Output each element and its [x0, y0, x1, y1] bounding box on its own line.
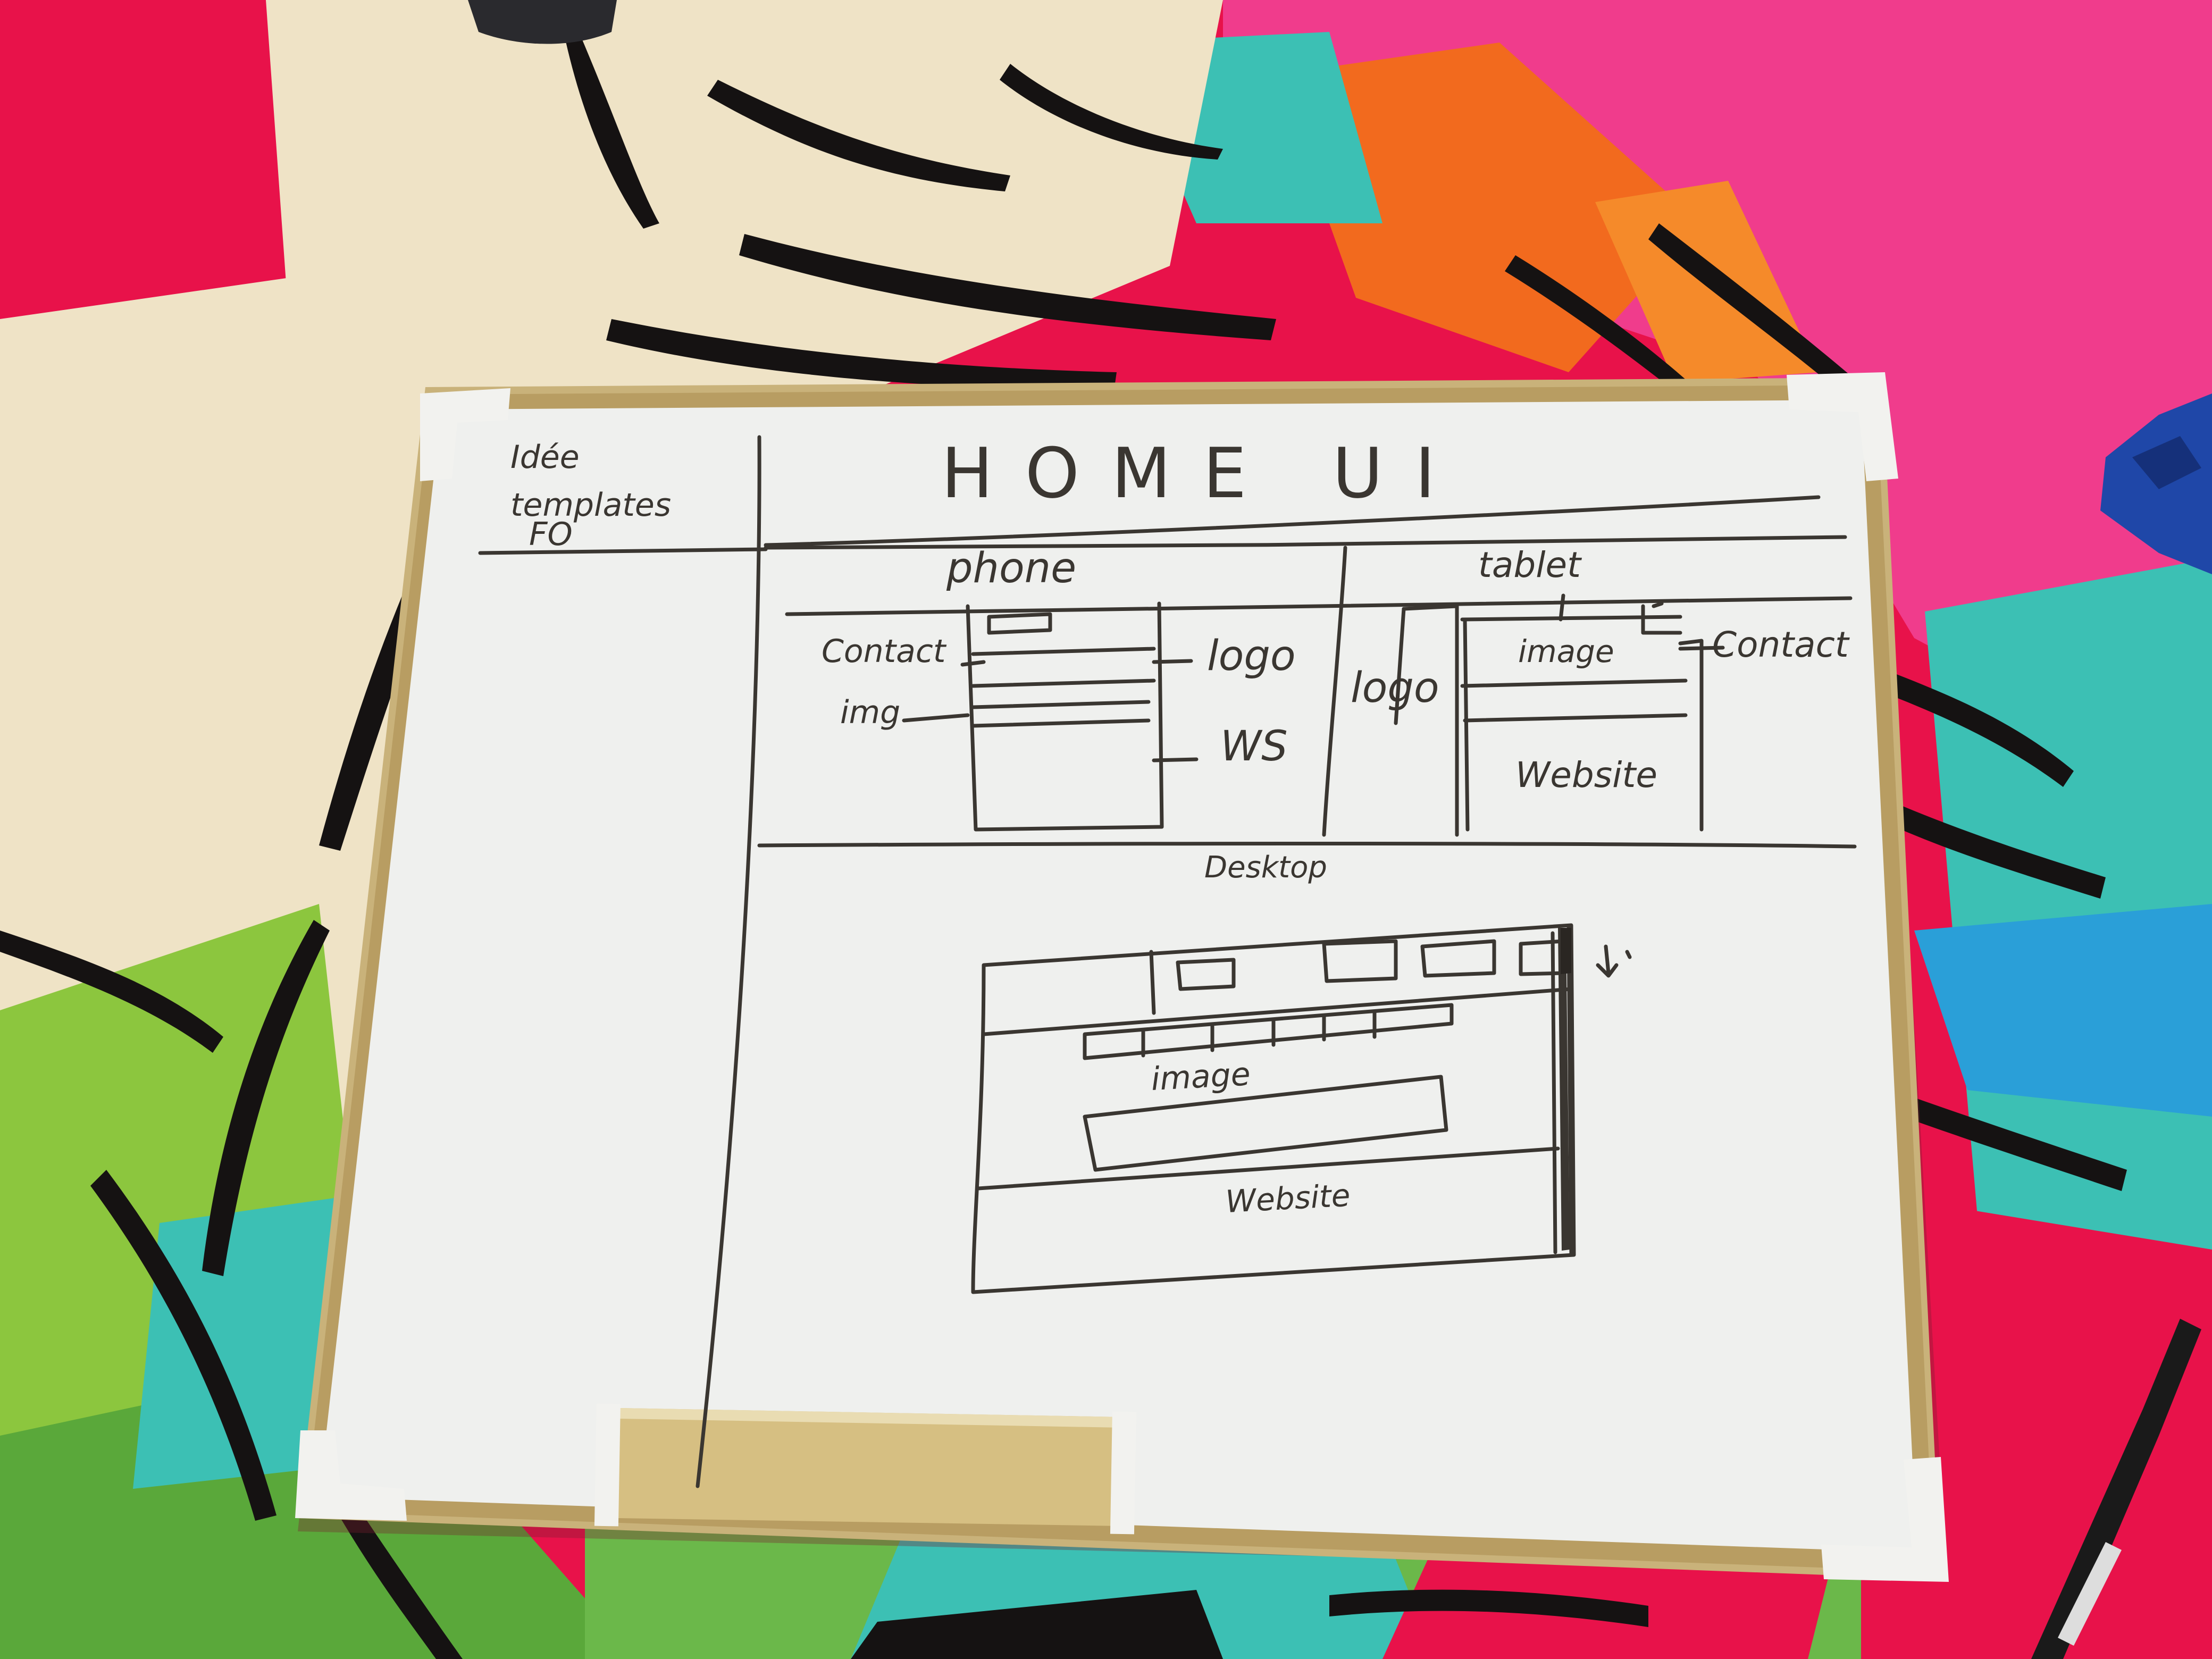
page-title: HOME UI — [941, 433, 1467, 514]
tablet-image-label: image — [1518, 633, 1614, 669]
tablet-website-label: Website — [1515, 755, 1657, 795]
corner-note-line-2: templates — [510, 487, 671, 524]
tablet-logo-label: logo — [1351, 664, 1439, 712]
desktop-website-label: Website — [1225, 1177, 1351, 1220]
sketch-lines — [478, 435, 1857, 1488]
desktop-label: Desktop — [1204, 850, 1327, 885]
phone-website-label: WS — [1220, 723, 1288, 770]
phone-contact-label: Contact — [822, 633, 947, 670]
board-surface — [319, 400, 1917, 1553]
tablet-contact-label: Contact — [1712, 624, 1850, 665]
phone-image-label: img — [840, 694, 900, 731]
frame-corners — [295, 372, 1949, 1582]
phone-logo-label: logo — [1207, 632, 1296, 680]
corner-note-line-1: Idée — [510, 439, 580, 476]
marker-tray — [617, 1408, 1125, 1526]
tablet-label: tablet — [1478, 544, 1582, 585]
phone-label: phone — [946, 544, 1076, 592]
corner-note-line-3: FO — [529, 516, 573, 553]
desktop-image-label: image — [1150, 1055, 1251, 1098]
whiteboard: Idée templates FO HOME UI phone Contact … — [295, 372, 1949, 1582]
